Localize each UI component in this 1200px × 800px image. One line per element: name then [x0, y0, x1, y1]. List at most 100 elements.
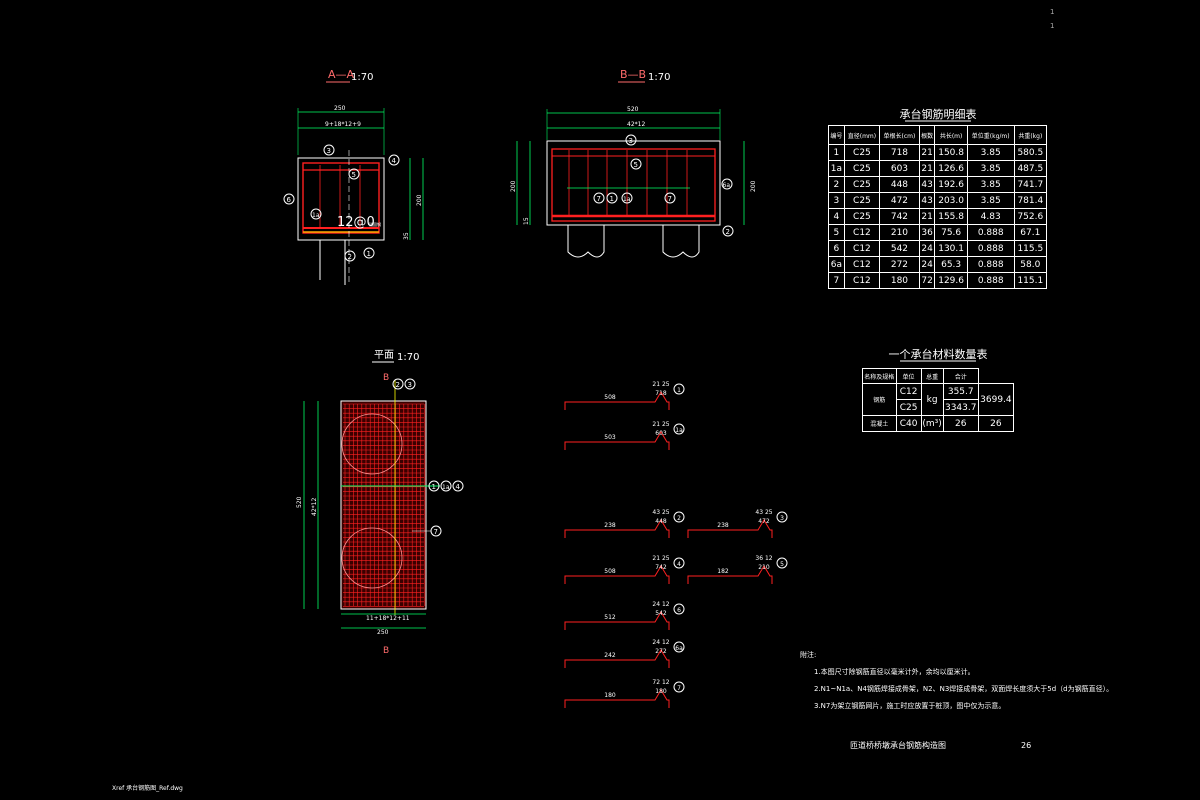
svg-text:2: 2 — [348, 253, 352, 261]
svg-text:4: 4 — [456, 483, 461, 491]
svg-text:7: 7 — [597, 195, 601, 203]
rebar-dim-label: 1a — [675, 427, 683, 434]
rebar-dim-label: 272 — [655, 648, 667, 655]
rebar-dim-label: 21 25 — [652, 421, 669, 428]
xref-label: Xref 承台钢筋图_Ref.dwg — [112, 784, 183, 792]
rebar-dim-label: 6a — [675, 645, 683, 652]
rebar-dim-label: 508 — [604, 568, 616, 575]
rebar-dim-label: 24 12 — [652, 601, 669, 608]
rebar-schedule-table: 编号直径(mm) 单根长(cm)根数 共长(m)单位重(kg/m) 共重(kg)… — [828, 125, 1048, 289]
section-aa: A—A 1:70 250 9+18*12+9 12@0 锚固钢 200 35 3… — [283, 68, 424, 285]
aa-spacing-label: 12@0 — [337, 215, 375, 230]
plan-left: 520 — [296, 496, 303, 508]
plan-bottom: 250 — [377, 629, 389, 636]
svg-text:3: 3 — [327, 147, 331, 155]
page-number: 26 — [1021, 741, 1031, 750]
rebar-dim-label: 512 — [604, 614, 616, 621]
rebar-dim-label: 6 — [677, 607, 681, 614]
svg-text:5: 5 — [352, 171, 356, 179]
callout-circle — [673, 603, 685, 615]
rebar-shape-line — [564, 611, 670, 630]
rebar-dim-label: 43 25 — [652, 509, 669, 516]
rebar-shape-line — [687, 519, 773, 538]
svg-text:7: 7 — [668, 195, 672, 203]
plan-left-sub: 42*12 — [311, 498, 318, 516]
note-line: 3.N7为架立钢筋网片，施工时应放置于桩顶，图中仅为示意。 — [814, 702, 1006, 710]
rebar-shape-line — [687, 565, 773, 584]
plan-mark-bottom: B — [383, 646, 389, 656]
rebar-dim-label: 182 — [717, 568, 729, 575]
note-line: 2.N1~N1a、N4钢筋焊接成骨架，N2、N3焊接成骨架，双面焊长度须大于5d… — [814, 685, 1114, 693]
svg-text:1a: 1a — [623, 196, 631, 203]
rebar-dim-label: 24 12 — [652, 639, 669, 646]
rebar-dim-label: 21 25 — [652, 555, 669, 562]
section-aa-label: A—A — [328, 68, 355, 81]
bb-top-sub: 42*12 — [627, 121, 645, 128]
rebar-dim-label: 180 — [604, 692, 616, 699]
svg-text:6: 6 — [287, 196, 292, 204]
rebar-dim-label: 1 — [677, 387, 681, 394]
aa-top-width: 250 — [334, 105, 346, 112]
aa-top-sub: 9+18*12+9 — [325, 121, 361, 128]
svg-text:1: 1 — [610, 195, 614, 203]
aa-sub-label: 锚固钢 — [369, 221, 381, 227]
svg-text:3: 3 — [629, 137, 633, 145]
notes-title: 附注: — [800, 651, 817, 659]
rebar-dim-label: 7 — [677, 685, 681, 692]
corner-mark-2: 1 — [1050, 22, 1054, 30]
rebar-dim-label: 5 — [780, 561, 784, 568]
mat-table-title: 一个承台材料数量表 — [889, 347, 988, 361]
callout-circle — [776, 511, 788, 523]
svg-text:3: 3 — [408, 381, 412, 389]
callout-circle — [673, 511, 685, 523]
rebar-dim-label: 238 — [604, 522, 616, 529]
svg-text:5: 5 — [634, 161, 638, 169]
callout-circle — [673, 423, 685, 435]
bb-right: 200 — [750, 180, 757, 192]
rebar-dim-label: 603 — [655, 430, 667, 437]
section-aa-scale: 1:70 — [351, 72, 373, 83]
svg-text:2: 2 — [726, 228, 730, 236]
bb-left-a: 200 — [510, 180, 517, 192]
callout-circle — [673, 557, 685, 569]
rebar-dim-label: 242 — [604, 652, 616, 659]
rebar-dim-label: 742 — [655, 564, 667, 571]
rebar-dim-label: 3 — [780, 515, 784, 522]
rebar-dim-label: 36 12 — [755, 555, 772, 562]
rebar-shape-line — [564, 565, 670, 584]
rebar-dim-label: 180 — [655, 688, 667, 695]
callout-circle — [673, 681, 685, 693]
bb-top-width: 520 — [627, 106, 639, 113]
bb-left-b: 15 — [523, 217, 530, 225]
rebar-dim-label: 21 25 — [652, 381, 669, 388]
section-bb: B—B 1:70 520 42*12 200 15 200 3 5 6a 7 — [510, 68, 757, 258]
callout-circle — [673, 641, 685, 653]
drawing-notes: 附注: 1.本图尺寸除钢筋直径以毫米计外，余均以厘米计。 2.N1~N1a、N4… — [800, 647, 1113, 715]
plan-bottom-sub: 11+18*12+11 — [366, 615, 410, 622]
rebar-shape: 242 24 12 272 6a — [564, 639, 685, 668]
rebar-shape-line — [564, 519, 670, 538]
plan-label: 平面 — [374, 350, 394, 361]
aa-right-b: 35 — [403, 232, 410, 240]
rebar-dim-label: 718 — [655, 390, 667, 397]
svg-text:7: 7 — [434, 528, 438, 536]
svg-text:4: 4 — [392, 157, 397, 165]
svg-text:2: 2 — [396, 381, 400, 389]
rebar-table-title: 承台钢筋明细表 — [900, 107, 977, 121]
rebar-dim-label: 448 — [655, 518, 667, 525]
rebar-shape-line — [564, 649, 670, 668]
